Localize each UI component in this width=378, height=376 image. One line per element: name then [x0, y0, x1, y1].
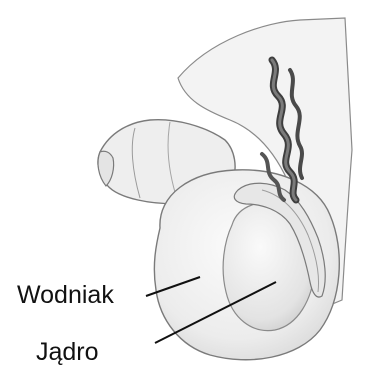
hydrocele-label: Wodniak — [17, 283, 114, 308]
testis-label: Jądro — [36, 340, 99, 365]
